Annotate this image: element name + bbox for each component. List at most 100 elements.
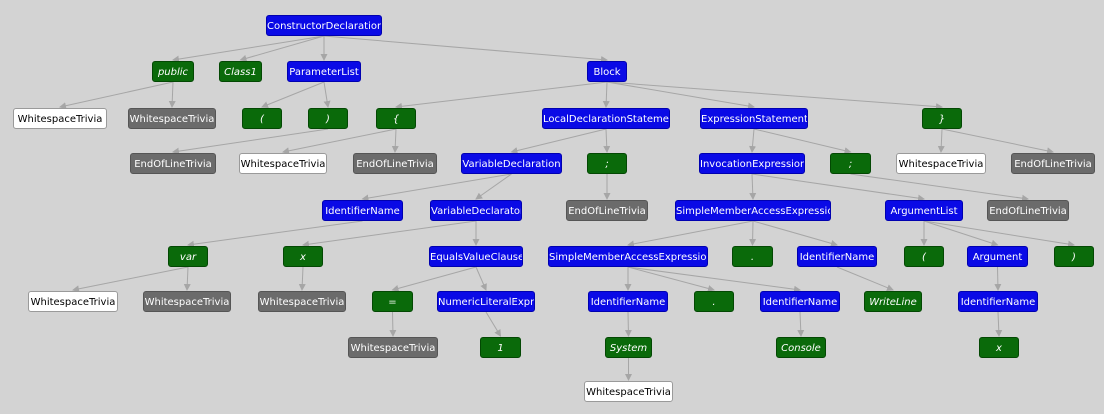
tree-node-eol3[interactable]: EndOfLineTrivia xyxy=(566,200,648,221)
tree-node-tok-x2[interactable]: x xyxy=(979,337,1019,358)
edge-sma1-to-idname-wl xyxy=(752,220,838,247)
tree-node-ws3[interactable]: WhitespaceTrivia xyxy=(239,153,327,174)
edge-tok-var-to-ws4 xyxy=(72,266,189,293)
tree-node-tok-x1[interactable]: x xyxy=(283,246,323,267)
edge-equalsclause-to-tok-eq xyxy=(391,266,477,292)
edge-numlit-to-tok-1 xyxy=(485,311,502,337)
tree-node-lparen2[interactable]: ( xyxy=(904,246,944,267)
edge-paramlist-to-lparen1 xyxy=(261,81,325,109)
edge-rbrace-to-eol5 xyxy=(941,128,1054,155)
edge-kw-public-to-ws1 xyxy=(59,81,174,110)
tree-node-tok-eq[interactable]: = xyxy=(372,291,413,312)
edge-paramlist-to-rparen1 xyxy=(323,81,331,108)
edge-block-to-localdecl xyxy=(602,81,610,108)
edge-semi2-to-eol4 xyxy=(850,173,1029,202)
tree-node-vardeclarator[interactable]: VariableDeclarator xyxy=(430,200,522,221)
tree-node-vardecl[interactable]: VariableDeclaration xyxy=(461,153,562,174)
edge-tok-var-to-ws5 xyxy=(183,266,191,291)
edge-idname-con-to-tok-console xyxy=(797,311,805,337)
tree-node-idname-con[interactable]: IdentifierName xyxy=(760,291,840,312)
tree-node-tok-var[interactable]: var xyxy=(168,246,208,267)
tree-node-sma2[interactable]: SimpleMemberAccessExpression xyxy=(548,246,708,267)
tree-node-equalsclause[interactable]: EqualsValueClause xyxy=(429,246,523,267)
tree-node-lparen1[interactable]: ( xyxy=(242,108,282,129)
edge-lbrace-to-ws3 xyxy=(282,128,397,155)
tree-node-semi1[interactable]: ; xyxy=(587,153,627,174)
tree-node-rparen2[interactable]: ) xyxy=(1054,246,1094,267)
tree-node-idname1[interactable]: IdentifierName xyxy=(322,200,403,221)
tree-node-kw-public[interactable]: public xyxy=(152,61,194,82)
edge-idname-sys-to-tok-system xyxy=(624,311,632,337)
tree-node-ws6[interactable]: WhitespaceTrivia xyxy=(258,291,346,312)
edge-arglist-to-rparen2 xyxy=(923,220,1075,248)
tree-node-paramlist[interactable]: ParameterList xyxy=(287,61,361,82)
edge-ctor-to-id-class1 xyxy=(239,35,325,62)
tree-node-rparen1[interactable]: ) xyxy=(308,108,348,129)
tree-node-dot1[interactable]: . xyxy=(732,246,773,267)
tree-node-ws9[interactable]: WhitespaceTrivia xyxy=(896,153,986,174)
edge-sma1-to-dot1 xyxy=(749,220,757,246)
tree-node-dot2[interactable]: . xyxy=(694,291,734,312)
edge-vardeclarator-to-tok-x1 xyxy=(302,220,477,248)
tree-node-eol1[interactable]: EndOfLineTrivia xyxy=(130,153,216,174)
tree-node-ws5[interactable]: WhitespaceTrivia xyxy=(143,291,231,312)
edge-block-to-lbrace xyxy=(395,81,608,110)
tree-node-argument[interactable]: Argument xyxy=(967,246,1028,267)
tree-node-tok-1[interactable]: 1 xyxy=(480,337,521,358)
edge-exprstmt-to-invoc xyxy=(749,128,757,153)
edge-idname-wl-to-tok-writeline xyxy=(836,266,894,291)
tree-node-sma1[interactable]: SimpleMemberAccessExpression xyxy=(675,200,831,221)
edge-block-to-exprstmt xyxy=(606,81,755,110)
edge-rparen1-to-eol1 xyxy=(172,128,329,155)
tree-node-eol5[interactable]: EndOfLineTrivia xyxy=(1011,153,1095,174)
tree-node-ws4[interactable]: WhitespaceTrivia xyxy=(28,291,118,312)
edge-sma2-to-dot2 xyxy=(627,266,715,292)
tree-node-lbrace[interactable]: { xyxy=(376,108,416,129)
tree-node-arglist[interactable]: ArgumentList xyxy=(885,200,963,221)
tree-node-semi2[interactable]: ; xyxy=(830,153,871,174)
edge-equalsclause-to-numlit xyxy=(475,266,487,291)
tree-node-idname-sys[interactable]: IdentifierName xyxy=(588,291,668,312)
edge-vardecl-to-vardeclarator xyxy=(475,173,512,200)
tree-node-ctor[interactable]: ConstructorDeclaration xyxy=(266,15,382,36)
tree-node-ws8[interactable]: WhitespaceTrivia xyxy=(584,381,673,402)
tree-node-tok-writeline[interactable]: WriteLine xyxy=(864,291,922,312)
tree-node-invoc[interactable]: InvocationExpression xyxy=(699,153,805,174)
edge-tok-x1-to-ws6 xyxy=(298,266,306,291)
edge-rbrace-to-ws9 xyxy=(937,128,945,153)
edge-block-to-rbrace xyxy=(606,81,943,111)
edge-ctor-to-kw-public xyxy=(172,35,325,63)
edge-idname-x-to-tok-x2 xyxy=(995,311,1003,337)
tree-node-idname-x[interactable]: IdentifierName xyxy=(958,291,1038,312)
edge-tok-eq-to-ws7 xyxy=(389,311,397,337)
tree-node-idname-wl[interactable]: IdentifierName xyxy=(797,246,877,267)
edge-lbrace-to-eol2 xyxy=(391,128,399,153)
tree-node-eol4[interactable]: EndOfLineTrivia xyxy=(987,200,1069,221)
edge-exprstmt-to-semi2 xyxy=(753,128,852,155)
tree-node-eol2[interactable]: EndOfLineTrivia xyxy=(353,153,437,174)
edge-sma1-to-sma2 xyxy=(627,220,754,248)
edge-kw-public-to-ws2 xyxy=(168,81,176,108)
edge-vardecl-to-idname1 xyxy=(361,173,512,202)
edge-localdecl-to-vardecl xyxy=(510,128,607,154)
edge-invoc-to-arglist xyxy=(751,173,925,202)
tree-node-rbrace[interactable]: } xyxy=(922,108,962,129)
edge-argument-to-idname-x xyxy=(994,266,1002,291)
tree-node-ws1[interactable]: WhitespaceTrivia xyxy=(13,108,107,129)
edge-localdecl-to-semi1 xyxy=(603,128,611,153)
tree-node-numlit[interactable]: NumericLiteralExpression xyxy=(437,291,535,312)
tree-node-ws2[interactable]: WhitespaceTrivia xyxy=(128,108,216,129)
tree-node-id-class1[interactable]: Class1 xyxy=(219,61,262,82)
edge-sma2-to-idname-con xyxy=(627,266,801,293)
tree-node-exprstmt[interactable]: ExpressionStatement xyxy=(700,108,808,129)
edge-ctor-to-block xyxy=(323,35,608,63)
tree-node-localdecl[interactable]: LocalDeclarationStatement xyxy=(542,108,670,129)
tree-node-tok-console[interactable]: Console xyxy=(776,337,826,358)
edge-arglist-to-argument xyxy=(923,220,999,247)
tree-node-block[interactable]: Block xyxy=(587,61,627,82)
tree-node-tok-system[interactable]: System xyxy=(605,337,652,358)
tree-node-ws7[interactable]: WhitespaceTrivia xyxy=(348,337,438,358)
edge-idname1-to-tok-var xyxy=(187,220,363,248)
